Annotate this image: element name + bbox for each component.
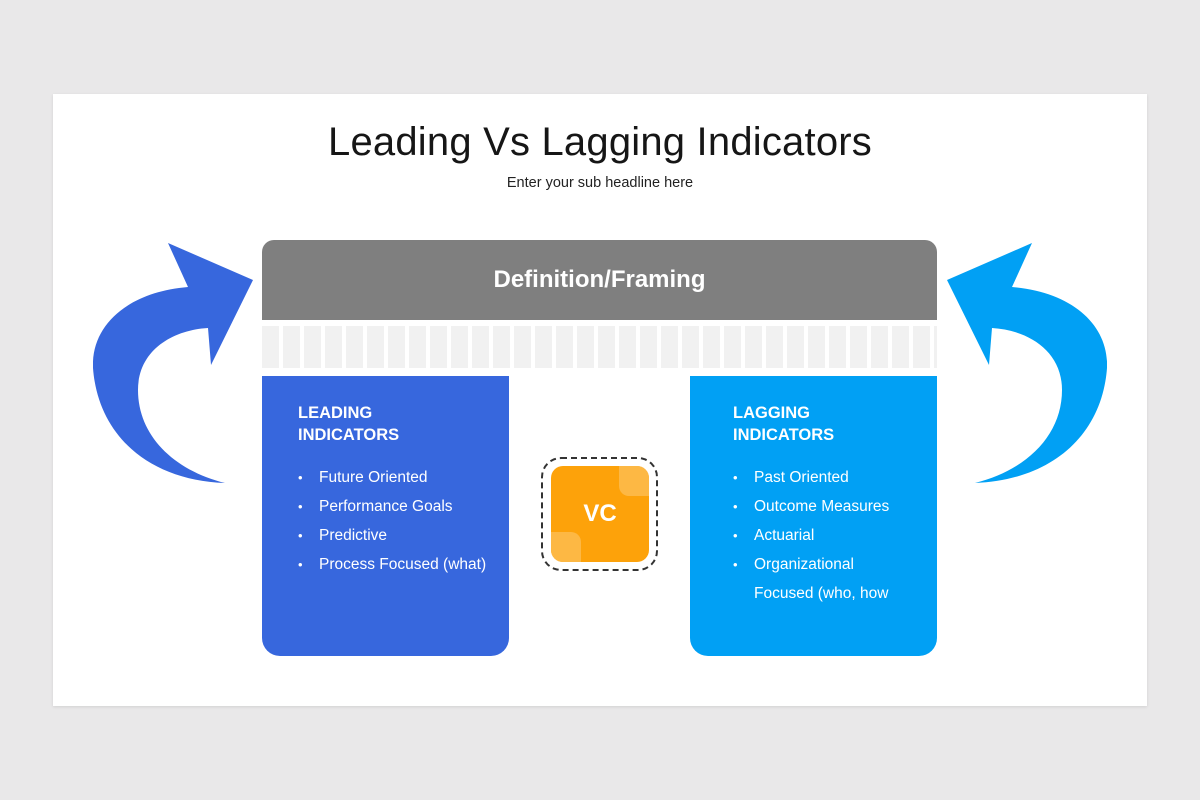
curved-arrow-up-right-icon	[93, 243, 253, 483]
definition-header: Definition/Framing	[262, 240, 937, 320]
list-item: Performance Goals	[298, 492, 489, 521]
list-item: Past Oriented	[733, 463, 917, 492]
lagging-indicators-panel: LAGGING INDICATORS Past Oriented Outcome…	[690, 376, 937, 656]
definition-header-label: Definition/Framing	[493, 266, 706, 293]
slide-title: Leading Vs Lagging Indicators	[328, 120, 872, 164]
leading-list: Future Oriented Performance Goals Predic…	[298, 463, 489, 579]
leading-indicators-panel: LEADING INDICATORS Future Oriented Perfo…	[262, 376, 509, 656]
vc-dashed-frame	[541, 457, 658, 571]
vc-badge: VC	[551, 466, 649, 562]
slide-subtitle: Enter your sub headline here	[506, 175, 694, 191]
list-item: Organizational Focused (who, how	[733, 550, 917, 608]
stripe-divider	[262, 326, 937, 368]
lagging-heading: LAGGING INDICATORS	[733, 404, 835, 444]
list-item: Outcome Measures	[733, 492, 917, 521]
list-item: Process Focused (what)	[298, 550, 489, 579]
slide-canvas	[53, 94, 1147, 706]
leading-heading: LEADING INDICATORS	[298, 404, 400, 444]
vc-corner-accent	[619, 466, 649, 496]
list-item: Future Oriented	[298, 463, 489, 492]
vc-label: VC	[583, 500, 617, 527]
list-item: Actuarial	[733, 521, 917, 550]
vc-corner-accent	[551, 532, 581, 562]
lagging-list: Past Oriented Outcome Measures Actuarial…	[733, 463, 917, 608]
curved-arrow-up-left-icon	[947, 243, 1107, 483]
list-item: Predictive	[298, 521, 489, 550]
